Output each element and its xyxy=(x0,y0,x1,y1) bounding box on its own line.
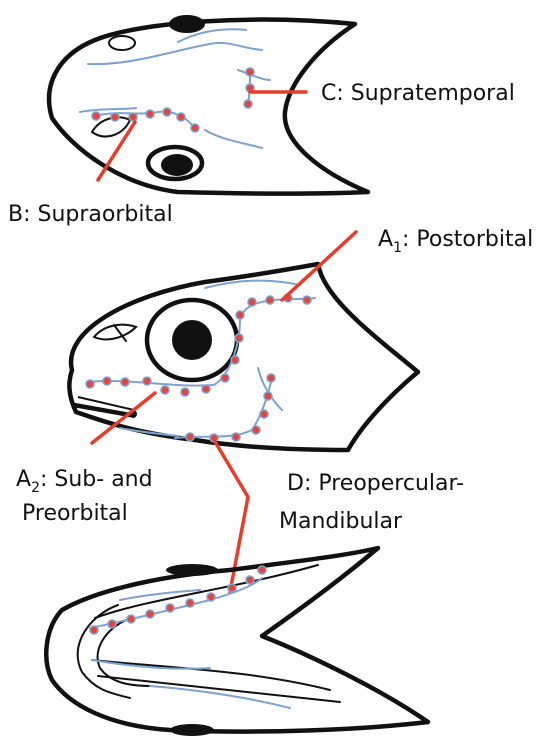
supraorbital-pore xyxy=(111,113,119,121)
mandibular-pore xyxy=(90,626,98,634)
supraorbital-pore xyxy=(146,110,154,118)
suborbital-leader xyxy=(92,393,155,443)
suborbital-pore xyxy=(103,377,111,385)
supratemporal-pore xyxy=(244,100,252,108)
suborbital-pore xyxy=(121,378,129,386)
dorsal-canal-4 xyxy=(80,108,136,112)
postorbital-pore xyxy=(303,296,311,304)
mandibular-pore xyxy=(166,604,174,612)
ventral-dark-top xyxy=(166,564,218,576)
postorbital-pore xyxy=(235,334,243,342)
postorbital-label: A1: Postorbital xyxy=(378,227,533,256)
preopercular-pore xyxy=(267,374,275,382)
preopercular-pore xyxy=(252,426,260,434)
mandibular-pore xyxy=(258,566,266,574)
suborbital-label-line2: Preorbital xyxy=(22,501,128,526)
preopercular-label-line1: D: Preopercular- xyxy=(287,471,464,496)
dorsal-eye-bottom xyxy=(161,154,193,176)
supraorbital-pore xyxy=(191,124,199,132)
suborbital-pore xyxy=(143,377,151,385)
lateral-head: A1: Postorbital A2: Sub- and Preorbital … xyxy=(16,227,533,534)
ventral-jaw-inner-5 xyxy=(98,676,340,702)
mandibular-pore xyxy=(127,615,135,623)
supraorbital-pore xyxy=(92,112,100,120)
suborbital-pore xyxy=(202,385,210,393)
preopercular-pore xyxy=(264,392,272,400)
suborbital-pore xyxy=(221,374,229,382)
suborbital-pore xyxy=(181,388,189,396)
suborbital-pore xyxy=(86,380,94,388)
preopercular-pore xyxy=(260,410,268,418)
postorbital-pore xyxy=(236,311,244,319)
dorsal-canal-1 xyxy=(88,43,262,64)
postorbital-leader xyxy=(282,232,356,300)
lateral-head-outline xyxy=(69,264,418,450)
mandibular-pore xyxy=(186,599,194,607)
postorbital-pore xyxy=(231,356,239,364)
dorsal-eye-top xyxy=(169,15,205,33)
mandibular-pore xyxy=(246,576,254,584)
ventral-dark-bottom xyxy=(170,724,214,736)
dorsal-head: C: Supratemporal B: Supraorbital xyxy=(8,15,515,227)
lateral-eye xyxy=(172,320,212,360)
mandibular-pore xyxy=(146,610,154,618)
postorbital-pore xyxy=(266,296,274,304)
ventral-jaw xyxy=(46,548,428,736)
supratemporal-label: C: Supratemporal xyxy=(321,81,515,106)
dorsal-canal-5 xyxy=(205,130,262,148)
mandibular-pore xyxy=(108,620,116,628)
dorsal-head-outline xyxy=(49,20,368,194)
suborbital-label: A2: Sub- and xyxy=(16,467,153,496)
postorbital-pore xyxy=(248,298,256,306)
preopercular-pore xyxy=(186,433,194,441)
mandibular-pore xyxy=(207,593,215,601)
preopercular-pore xyxy=(232,433,240,441)
supraorbital-label: B: Supraorbital xyxy=(8,202,173,227)
ventral-jaw-inner-2 xyxy=(78,605,130,698)
supraorbital-pore xyxy=(177,113,185,121)
mandibular-pore xyxy=(228,584,236,592)
supraorbital-pore xyxy=(129,113,137,121)
supraorbital-pore xyxy=(163,108,171,116)
supratemporal-pore xyxy=(246,68,254,76)
preopercular-label-line2: Mandibular xyxy=(279,509,403,534)
suborbital-pore xyxy=(161,386,169,394)
dorsal-nostril xyxy=(109,36,135,50)
